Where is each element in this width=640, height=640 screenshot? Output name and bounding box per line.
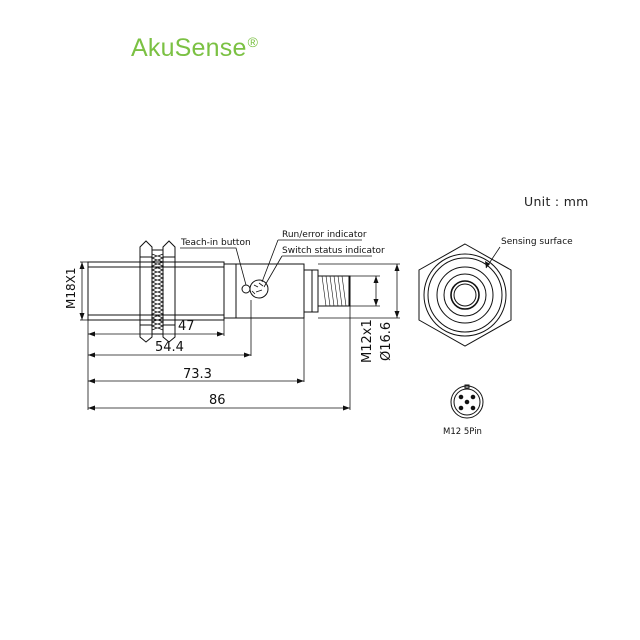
dim-diameter: Ø16.6 xyxy=(379,322,394,361)
connector-label: M12 5Pin xyxy=(443,427,482,437)
end-view xyxy=(418,243,512,347)
teach-in-label: Teach-in button xyxy=(180,238,251,248)
lock-washer xyxy=(150,249,165,335)
unit-label: Unit : mm xyxy=(524,194,589,209)
dim-54-4: 54.4 xyxy=(155,340,184,355)
connector-m12 xyxy=(317,275,351,307)
dim-47: 47 xyxy=(178,319,195,334)
registered-mark: ® xyxy=(247,34,259,50)
nut-left xyxy=(139,240,153,343)
run-error-label: Run/error indicator xyxy=(282,230,367,240)
rear-housing xyxy=(223,263,319,319)
indicator-window-icon xyxy=(249,279,269,299)
m12-pin-face xyxy=(450,384,484,419)
dim-m18x1: M18X1 xyxy=(64,268,78,309)
sensing-surface-label: Sensing surface xyxy=(501,237,573,247)
dim-73-3: 73.3 xyxy=(183,367,212,382)
teach-in-button-icon xyxy=(241,284,251,294)
switch-status-label: Switch status indicator xyxy=(282,246,385,256)
brand-name: AkuSense xyxy=(131,34,247,62)
nut-right xyxy=(162,240,176,343)
dim-m12x1: M12x1 xyxy=(360,319,375,363)
dim-86: 86 xyxy=(209,393,226,408)
brand-logo: AkuSense® xyxy=(131,34,258,63)
